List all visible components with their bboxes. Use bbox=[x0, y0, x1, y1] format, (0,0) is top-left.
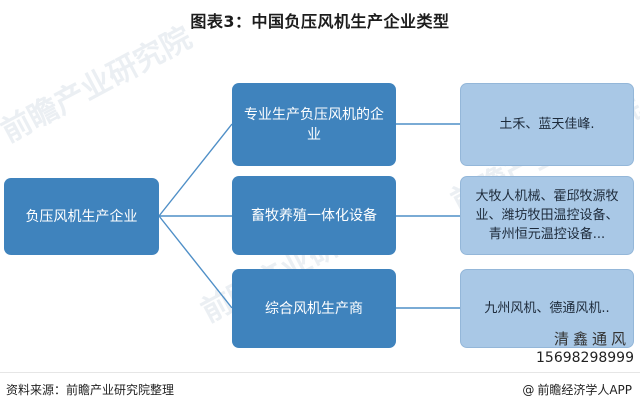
at-icon: @ bbox=[522, 382, 535, 397]
footer-divider bbox=[0, 372, 640, 373]
root-node: 负压风机生产企业 bbox=[4, 178, 159, 255]
connector-root-to-category-1 bbox=[158, 123, 233, 217]
source-note: 资料来源：前瞻产业研究院整理 bbox=[6, 383, 175, 397]
brand-name: 前瞻经济学人APP bbox=[537, 383, 632, 397]
category-node-professional: 专业生产负压风机的企业 bbox=[232, 83, 396, 166]
examples-node-professional: 土禾、蓝天佳峰. bbox=[460, 83, 634, 166]
diagram-title: 图表3：中国负压风机生产企业类型 bbox=[190, 12, 450, 31]
category-node-integrated-fan-maker: 综合风机生产商 bbox=[232, 269, 396, 348]
category-node-livestock-equipment: 畜牧养殖一体化设备 bbox=[232, 176, 396, 255]
examples-node-livestock-equipment: 大牧人机械、霍邱牧源牧业、潍坊牧田温控设备、青州恒元温控设备... bbox=[460, 176, 634, 255]
stamp-company-name: 清鑫通风 bbox=[553, 330, 630, 348]
connector-root-to-category-3 bbox=[158, 215, 233, 309]
examples-node-integrated-fan-maker: 九州风机、德通风机.. bbox=[460, 269, 634, 348]
stamp-phone-number: 15698298999 bbox=[536, 350, 634, 366]
brand-credit: @ 前瞻经济学人APP bbox=[522, 381, 632, 398]
